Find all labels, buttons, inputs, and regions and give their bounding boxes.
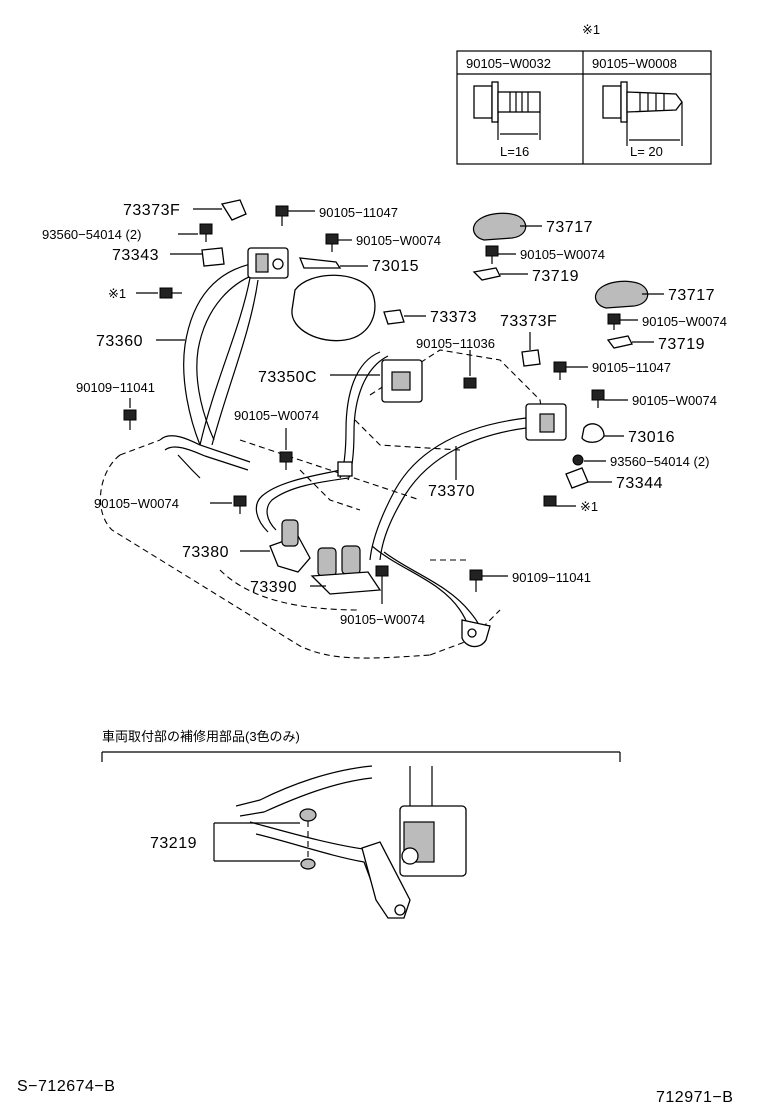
label-73343: 73343	[112, 247, 159, 264]
table-left-part: 90105−W0032	[466, 56, 551, 71]
table-right-length: L= 20	[630, 144, 663, 159]
label-90105-W0074-c: 90105−W0074	[642, 314, 727, 329]
table-right-part: 90105−W0008	[592, 56, 677, 71]
label-90105-W0074-e: 90105−W0074	[632, 393, 717, 408]
table-frame	[456, 50, 712, 165]
label-93560-right: 93560−54014 (2)	[610, 454, 709, 469]
label-90105-11047-top: 90105−11047	[319, 205, 398, 220]
label-73015: 73015	[372, 258, 419, 275]
bolt-icon	[543, 495, 557, 507]
label-73373F-right: 73373F	[500, 313, 557, 330]
label-73373F-top: 73373F	[123, 202, 180, 219]
label-73717-b: 73717	[668, 287, 715, 304]
label-90105-11036: 90105−11036	[416, 336, 495, 351]
bolt-icon	[463, 377, 477, 389]
label-73370: 73370	[428, 483, 475, 500]
right-seat-belt	[369, 403, 567, 648]
label-73719-b: 73719	[658, 336, 705, 353]
label-90105-W0074-g: 90105−W0074	[340, 612, 425, 627]
footer-left-code: S−712674−B	[17, 1078, 115, 1095]
bolt-icon	[275, 205, 289, 226]
bolt-icon	[591, 389, 605, 408]
label-90105-W0074-d: 90105−W0074	[234, 408, 319, 423]
bolt-icon	[485, 245, 499, 264]
bolt-icon	[469, 569, 483, 592]
flange-bolt-icon	[473, 81, 541, 140]
label-73016: 73016	[628, 429, 675, 446]
center-seat-belt	[255, 351, 423, 533]
table-left-length: L=16	[500, 144, 529, 159]
label-note1-b: ※1	[580, 499, 598, 514]
bolt-icon	[553, 361, 567, 380]
label-73717-a: 73717	[546, 219, 593, 236]
bolt-icon	[607, 313, 621, 330]
label-73344: 73344	[616, 475, 663, 492]
label-93560-top: 93560−54014 (2)	[42, 227, 141, 242]
label-note1-a: ※1	[108, 286, 126, 301]
cover-73717-b	[594, 280, 649, 309]
label-73373: 73373	[430, 309, 477, 326]
bolt-icon	[159, 287, 182, 299]
leader-lines	[129, 208, 664, 604]
buckle-73380	[269, 519, 311, 573]
footer-right-code: 712971−B	[656, 1089, 733, 1106]
label-73719-a: 73719	[532, 268, 579, 285]
label-90105-W0074-a: 90105−W0074	[356, 233, 441, 248]
bolt-icon	[279, 451, 293, 470]
label-90105-11047-right: 90105−11047	[592, 360, 671, 375]
label-90105-W0074-b: 90105−W0074	[520, 247, 605, 262]
bolt-icon	[199, 223, 213, 242]
left-seat-belt	[159, 247, 289, 479]
bolt-icon	[325, 233, 339, 252]
table-note-mark: ※1	[582, 22, 600, 37]
callout-labels: 73373F 90105−11047 93560−54014 (2) 90105…	[42, 202, 727, 627]
label-73360: 73360	[96, 333, 143, 350]
label-90109-11041-right: 90109−11041	[512, 570, 591, 585]
bolt-icon	[233, 495, 247, 514]
bolt-table: ※1 90105−W0032 90105−W0008 L=16	[456, 22, 712, 165]
headrest	[291, 274, 376, 342]
buckle-73390	[310, 545, 382, 595]
repair-section-title: 車両取付部の補修用部品(3色のみ)	[102, 729, 300, 744]
repair-section: 車両取付部の補修用部品(3色のみ) 73219	[101, 729, 621, 919]
label-73390: 73390	[250, 579, 297, 596]
hardware	[123, 199, 649, 592]
label-73219: 73219	[150, 835, 197, 852]
cover-73717-a	[472, 212, 527, 241]
tapping-bolt-icon	[602, 81, 683, 146]
label-90109-11041-left: 90109−11041	[76, 380, 155, 395]
label-73380: 73380	[182, 544, 229, 561]
bolt-icon	[123, 409, 137, 430]
label-90105-W0074-f: 90105−W0074	[94, 496, 179, 511]
label-73350C: 73350C	[258, 369, 317, 386]
bolt-icon	[375, 565, 389, 586]
